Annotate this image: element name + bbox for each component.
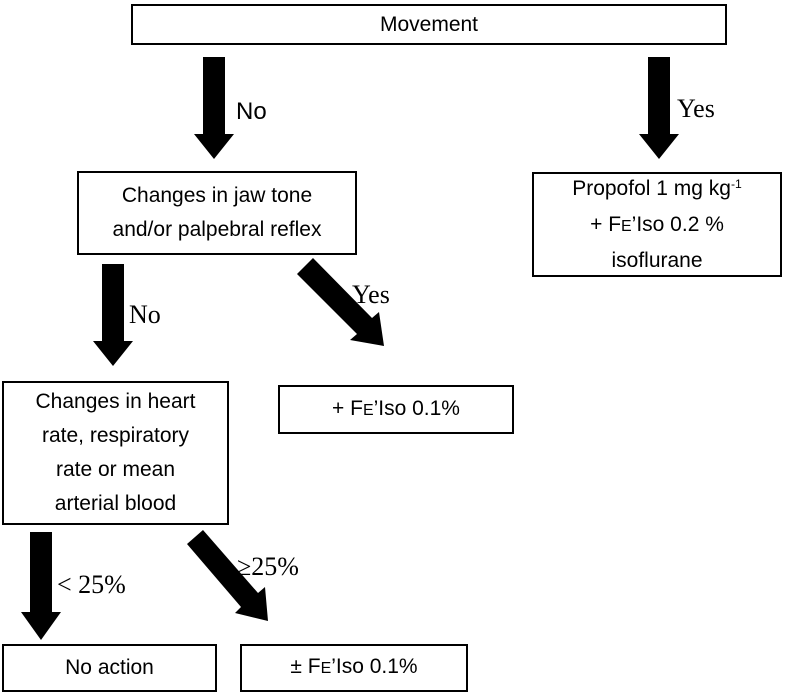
arrow-down-heart-lt25-icon — [21, 532, 61, 640]
label-jaw-yes: Yes — [352, 280, 390, 309]
node-propofol-bolus: Propofol 1 mg kg-1+ FE’Iso 0.2 %isoflura… — [532, 172, 782, 277]
node-plusminus-feiso: ± FE’Iso 0.1% — [240, 644, 468, 692]
arrow-down-movement-yes-icon — [639, 57, 679, 159]
arrow-diagonal-jaw-yes-icon — [297, 258, 384, 346]
node-increase-feiso: + FE’Iso 0.1% — [278, 385, 514, 434]
node-movement: Movement — [131, 4, 727, 45]
label-heart-lt25: < 25% — [57, 570, 126, 599]
arrow-diagonal-heart-ge25-icon — [187, 530, 268, 621]
label-heart-ge25: ≥25% — [237, 552, 299, 581]
label-movement-yes: Yes — [677, 94, 715, 123]
arrow-down-movement-no-icon — [194, 57, 234, 159]
node-no-action: No action — [2, 644, 217, 692]
arrow-down-jaw-no-icon — [93, 264, 133, 366]
label-movement-no: No — [236, 98, 267, 125]
label-jaw-no: No — [129, 300, 161, 329]
